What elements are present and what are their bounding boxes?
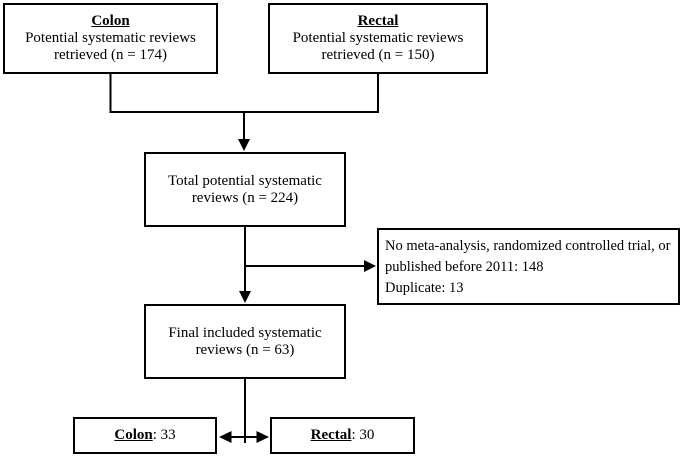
result-count: : 30 (351, 427, 375, 443)
box-text-line: published before 2011: 148 (385, 259, 544, 275)
box-title: Colon (5, 13, 216, 30)
box-text-line: retrieved (n = 174) (54, 47, 167, 63)
merge-connector (109, 72, 379, 113)
result-text: Colon: 33 (114, 427, 175, 444)
box-text-line: Duplicate: 13 (385, 280, 464, 296)
box-text-line: Potential systematic reviews (25, 30, 196, 46)
box-text-line: retrieved (n = 150) (321, 47, 435, 63)
arrow-to-total (238, 112, 250, 151)
result-count: : 33 (152, 427, 176, 443)
arrow-total-to-final (239, 225, 251, 303)
box-rectal-retrieved: Rectal Potential systematic reviews retr… (268, 3, 488, 74)
box-text-line: reviews (n = 63) (195, 341, 295, 358)
box-rectal-included: Rectal: 30 (270, 417, 415, 454)
result-label: Colon (114, 427, 153, 443)
box-exclusion-reasons: No meta-analysis, randomized controlled … (377, 228, 680, 305)
result-text: Rectal: 30 (311, 427, 375, 444)
box-text-line: No meta-analysis, randomized controlled … (385, 238, 671, 254)
split-double-arrow (219, 431, 269, 443)
box-colon-retrieved: Colon Potential systematic reviews retri… (3, 3, 218, 74)
box-total-reviews: Total potential systematic reviews (n = … (144, 152, 346, 227)
result-label: Rectal (310, 427, 352, 443)
box-text-line: Potential systematic reviews (292, 30, 464, 46)
box-text-line: Total potential systematic (168, 172, 322, 189)
box-colon-included: Colon: 33 (73, 417, 217, 454)
box-title-text: Colon (91, 13, 130, 29)
arrow-to-exclusion (245, 260, 376, 272)
box-title-text: Rectal (357, 13, 399, 29)
box-text-line: Final included systematic (168, 324, 322, 341)
box-title: Rectal (270, 13, 486, 30)
box-final-reviews: Final included systematic reviews (n = 6… (144, 304, 346, 379)
box-text-line: reviews (n = 224) (191, 189, 299, 206)
